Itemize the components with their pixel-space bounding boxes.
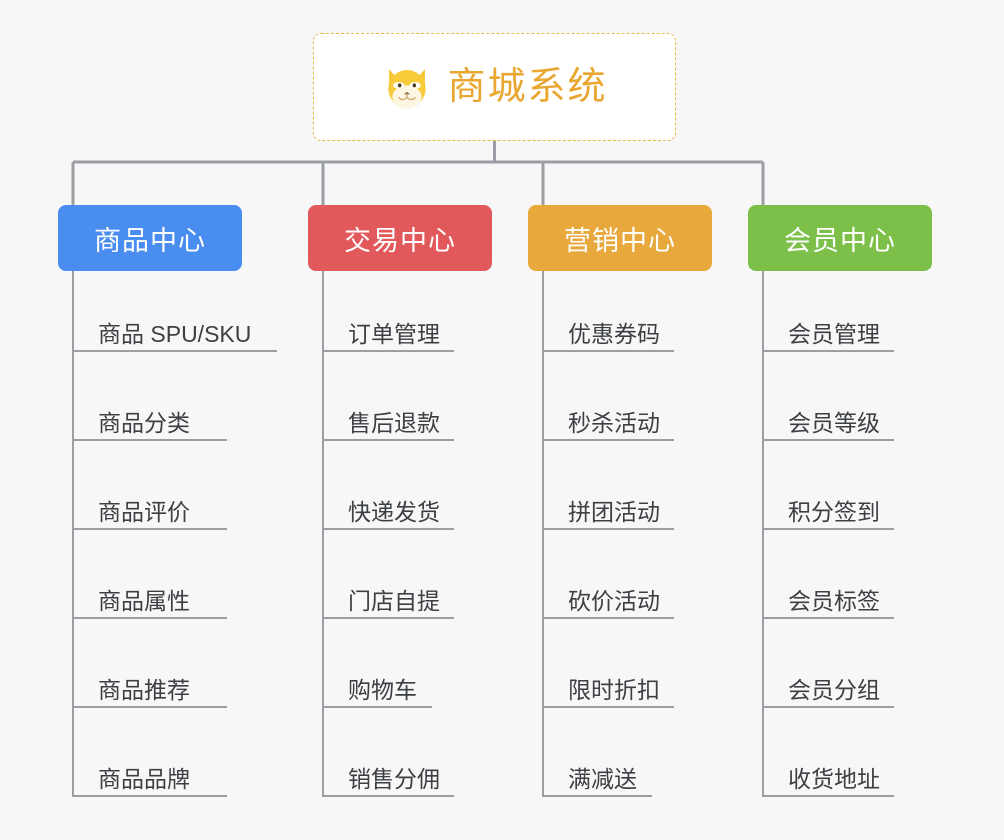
branch-spine-1: [72, 271, 74, 797]
leaf-label: 优惠券码: [568, 321, 660, 347]
branch-spine-3: [542, 271, 544, 797]
branch-head-label: 营销中心: [564, 225, 676, 256]
branch-head-label: 会员中心: [784, 225, 896, 256]
leaf-label: 满减送: [568, 766, 637, 792]
leaf-underline: [322, 795, 454, 797]
branch-head-2[interactable]: 交易中心: [308, 205, 492, 271]
leaf-label: 商品分类: [98, 410, 190, 436]
branch-spine-4: [762, 271, 764, 797]
leaf-underline: [542, 706, 674, 708]
leaf-underline: [762, 795, 894, 797]
leaf-underline: [762, 439, 894, 441]
leaf-label: 门店自提: [348, 588, 440, 614]
leaf-label: 商品 SPU/SKU: [98, 321, 252, 347]
leaf-underline: [762, 617, 894, 619]
branch-head-4[interactable]: 会员中心: [748, 205, 932, 271]
leaf-underline: [762, 528, 894, 530]
leaf-label: 商品推荐: [98, 677, 190, 703]
leaf-underline: [762, 350, 894, 352]
leaf-label: 会员管理: [788, 321, 880, 347]
leaf-underline: [322, 528, 454, 530]
leaf-label: 会员标签: [788, 588, 880, 614]
root-title: 商城系统: [447, 66, 608, 108]
leaf-label: 积分签到: [788, 499, 880, 525]
leaf-underline: [542, 528, 674, 530]
leaf-underline: [542, 350, 674, 352]
leaf-underline: [72, 706, 227, 708]
leaf-label: 收货地址: [788, 766, 880, 792]
leaf-label: 商品属性: [98, 588, 190, 614]
leaf-underline: [72, 350, 277, 352]
branch-spine-2: [322, 271, 324, 797]
branch-head-3[interactable]: 营销中心: [528, 205, 712, 271]
leaf-label: 商品品牌: [98, 766, 190, 792]
leaf-label: 订单管理: [348, 321, 440, 347]
leaf-label: 会员分组: [788, 677, 880, 703]
leaf-underline: [72, 528, 227, 530]
leaf-label: 会员等级: [788, 410, 880, 436]
leaf-underline: [322, 439, 454, 441]
shiba-dog-face-icon: [388, 69, 427, 109]
root-node[interactable]: 商城系统: [313, 33, 676, 141]
leaf-label: 秒杀活动: [568, 410, 660, 436]
branch-head-1[interactable]: 商品中心: [58, 205, 242, 271]
leaf-label: 购物车: [348, 677, 417, 703]
leaf-underline: [72, 439, 227, 441]
leaf-label: 销售分佣: [348, 766, 440, 792]
leaf-underline: [72, 795, 227, 797]
leaf-underline: [542, 439, 674, 441]
leaf-underline: [322, 706, 432, 708]
leaf-label: 商品评价: [98, 499, 190, 525]
leaf-underline: [542, 795, 652, 797]
leaf-underline: [322, 617, 454, 619]
leaf-label: 快递发货: [348, 499, 440, 525]
leaf-label: 拼团活动: [568, 499, 660, 525]
leaf-underline: [762, 706, 894, 708]
leaf-underline: [72, 617, 227, 619]
leaf-label: 限时折扣: [568, 677, 660, 703]
leaf-label: 售后退款: [348, 410, 440, 436]
branch-head-label: 商品中心: [94, 225, 206, 256]
leaf-underline: [322, 350, 454, 352]
branch-head-label: 交易中心: [344, 225, 456, 256]
leaf-underline: [542, 617, 674, 619]
leaf-label: 砍价活动: [568, 588, 660, 614]
